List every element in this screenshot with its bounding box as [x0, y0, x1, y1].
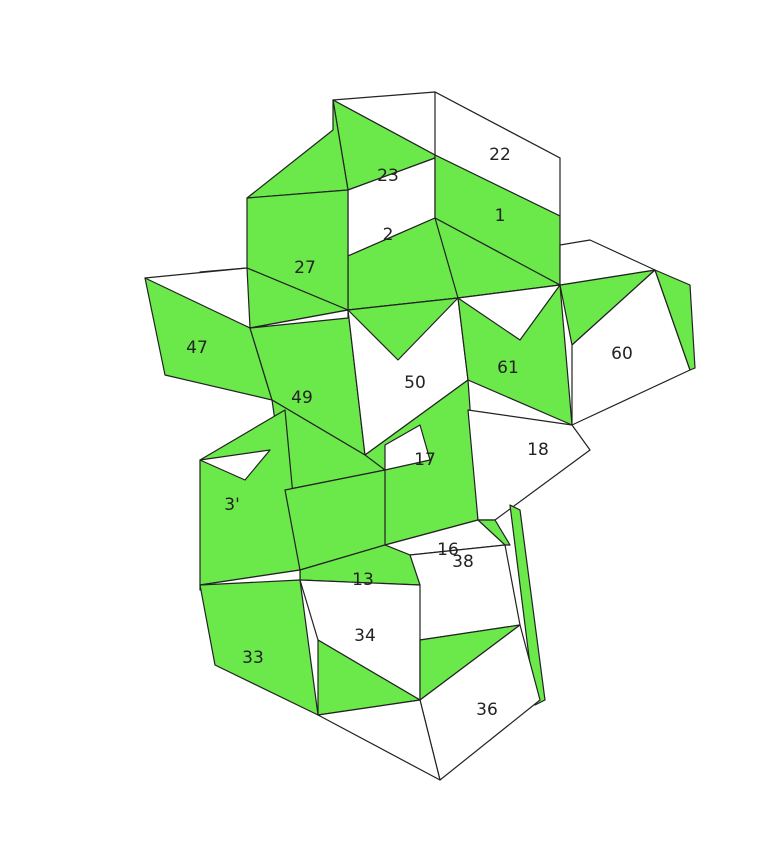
label-31: 3': [224, 495, 240, 515]
face-60-right: [654, 269, 696, 371]
face-23-left: [246, 99, 349, 199]
face-31: [199, 409, 301, 586]
face-50-top: [347, 297, 459, 361]
face-31-top: [199, 449, 271, 481]
label-1: 1: [495, 206, 506, 226]
label-38: 38: [452, 552, 474, 572]
face-17-left: [384, 424, 431, 471]
label-61: 61: [497, 358, 519, 378]
label-13: 13: [352, 570, 374, 590]
label-17: 17: [414, 450, 436, 470]
label-16: 16: [437, 540, 459, 560]
label-50: 50: [404, 373, 426, 393]
label-18: 18: [527, 440, 549, 460]
face-61-top: [457, 284, 561, 341]
face-bottom: [317, 699, 441, 781]
label-27: 27: [294, 258, 316, 278]
face-right-strip: [509, 504, 546, 706]
label-49: 49: [291, 388, 313, 408]
label-33: 33: [242, 648, 264, 668]
label-34: 34: [354, 626, 376, 646]
label-47: 47: [186, 338, 208, 358]
label-23: 23: [377, 166, 399, 186]
label-22: 22: [489, 145, 511, 165]
face-60-back: [559, 239, 656, 286]
label-2: 2: [383, 225, 394, 245]
label-60: 60: [611, 344, 633, 364]
label-36: 36: [476, 700, 498, 720]
face-18: [467, 409, 591, 521]
